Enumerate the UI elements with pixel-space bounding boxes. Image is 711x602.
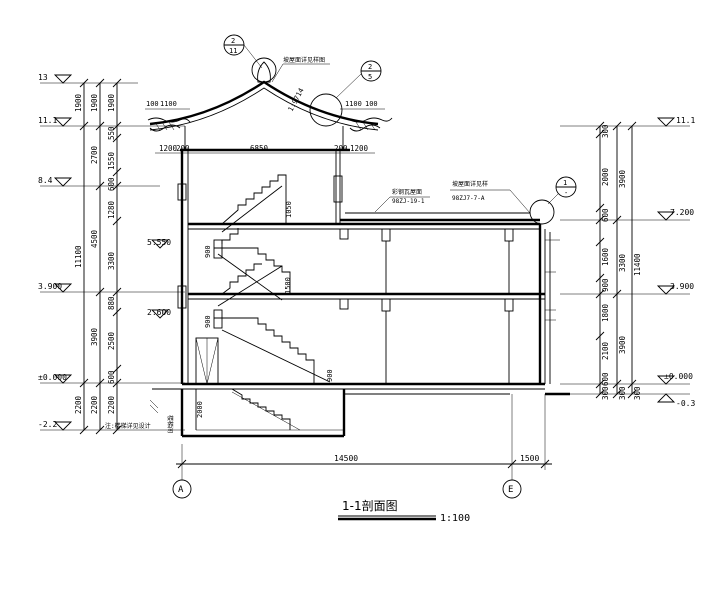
dim-left-inner-7: 880 <box>107 296 116 310</box>
svg-text:2000: 2000 <box>196 401 204 418</box>
right-inner-dim-3: 600 <box>601 208 610 222</box>
right-mid-dim-2: 3300 <box>618 253 627 272</box>
right-inner-dim-4: 1600 <box>601 247 610 266</box>
eave-dim-4: 100 <box>365 100 378 108</box>
elev-13: 13 <box>38 73 48 82</box>
right-inner-dim-8: 600 <box>601 372 610 386</box>
eave-dim-1: 100 <box>146 100 159 108</box>
axis-e: E <box>508 485 513 495</box>
right-inner-dim-5: 900 <box>601 278 610 292</box>
detail-callout-2-5: 2 5 <box>309 60 382 127</box>
section-scale: 1:100 <box>440 513 470 524</box>
right-inner-dim-2: 2000 <box>601 167 610 186</box>
bottom-dim-2: 1500 <box>520 454 539 463</box>
svg-text:900: 900 <box>204 245 212 258</box>
roof-note-3-ref: 98ZJ7-7-A <box>452 195 485 202</box>
dim-left-inner-3: 1550 <box>107 151 116 170</box>
detail-callout-1: 1 - <box>529 176 577 225</box>
dim-left-outer-2: 11100 <box>74 245 83 268</box>
dim-left-mid-3: 4500 <box>90 229 99 248</box>
elev-3-900: 3.900 <box>38 282 62 291</box>
roof-note-2-ref: 98ZJ-19-1 <box>392 198 425 205</box>
svg-text:5: 5 <box>368 73 372 81</box>
detail-callout-2-11: 2 11 <box>223 34 277 83</box>
dim-left-outer-3: 2200 <box>74 395 83 414</box>
axis-a: A <box>178 485 184 495</box>
svg-text:900: 900 <box>204 315 212 328</box>
dim-left-mid-5: 2200 <box>90 395 99 414</box>
dim-left-inner-10: 2200 <box>107 395 116 414</box>
right-elev-7-200: 7.200 <box>670 208 694 217</box>
elev-minus-2-2: -2.2 <box>38 420 57 429</box>
svg-text:-: - <box>564 189 568 197</box>
room-label: 楼梯间 <box>166 415 174 433</box>
bottom-dimensions: 14500 1500 <box>176 394 552 480</box>
elev-11-1: 11.1 <box>38 116 57 125</box>
elev-2-600: 2.600 <box>147 308 171 317</box>
dim-left-inner-6: 3300 <box>107 251 116 270</box>
svg-text:11: 11 <box>229 47 237 55</box>
right-outer-dim-2: 300 <box>633 386 642 400</box>
right-elev-minus-0-3: -0.3 <box>676 399 695 408</box>
right-elev-0-000: ±0.000 <box>664 372 693 381</box>
right-inner-dim-1: 300 <box>601 124 610 138</box>
right-mid-dim-3: 3900 <box>618 335 627 354</box>
dim-left-inner-5: 1280 <box>107 200 116 219</box>
dim-left-mid-1: 1900 <box>90 93 99 112</box>
top-dimensions: 1200 200 6850 200 1200 <box>155 144 375 154</box>
eave-dim-2: 1100 <box>160 100 177 108</box>
dim-left-outer-1: 1900 <box>74 93 83 112</box>
svg-text:1500: 1500 <box>284 277 292 294</box>
dim-left-inner-9: 600 <box>107 370 116 384</box>
svg-text:1: 1 <box>563 179 567 187</box>
eave-dim-3: 1100 <box>345 100 362 108</box>
right-mid-dim-1: 3900 <box>618 169 627 188</box>
roof-note-2: 彩钢瓦屋面 <box>392 188 422 196</box>
right-mid-dim-4: 300 <box>618 386 627 400</box>
right-inner-dim-7: 2100 <box>601 341 610 360</box>
right-elev-11-1: 11.1 <box>676 116 695 125</box>
dim-left-inner-8: 2500 <box>107 331 116 350</box>
right-dimension-stack <box>560 117 690 403</box>
svg-text:2: 2 <box>368 63 372 71</box>
svg-text:1050: 1050 <box>285 201 293 218</box>
dim-left-mid-2: 2700 <box>90 145 99 164</box>
svg-text:900: 900 <box>326 369 334 382</box>
bottom-dim-1: 14500 <box>334 454 358 463</box>
left-elevation-markers <box>53 74 170 431</box>
roof-note: 坡屋面详见样图 <box>283 56 325 64</box>
elev-5-550: 5.550 <box>147 238 171 247</box>
right-elev-3-900: 3.900 <box>670 282 694 291</box>
elev-0-000: ±0.000 <box>38 373 67 382</box>
right-inner-dim-6: 1800 <box>601 303 610 322</box>
svg-text:1200: 1200 <box>159 144 178 153</box>
svg-text:1200: 1200 <box>350 144 369 153</box>
roof-slope: 1:9714 <box>287 87 306 113</box>
dim-left-inner-1: 1900 <box>107 93 116 112</box>
left-dimension-stack: 13 11.1 8.4 5.550 3.900 2.600 ±0.000 -2.… <box>38 73 185 435</box>
svg-text:200: 200 <box>334 144 348 153</box>
elev-8-4: 8.4 <box>38 176 53 185</box>
building-section: 1050 900 1500 900 900 2000 楼梯间 注:楼梯详见设计 <box>105 150 570 438</box>
dim-left-inner-4: 600 <box>107 177 116 191</box>
footnote: 注:楼梯详见设计 <box>105 422 151 430</box>
right-outer-dim-1: 11400 <box>633 253 642 276</box>
axis-bubbles: A E <box>172 479 522 499</box>
roof-note-3: 坡屋面详见样 <box>452 180 488 188</box>
right-inner-dim-9: 300 <box>601 386 610 400</box>
dim-left-inner-2: 550 <box>107 126 116 140</box>
section-title: 1-1剖面图 <box>342 499 398 513</box>
svg-text:2: 2 <box>231 37 235 45</box>
dim-left-mid-4: 3900 <box>90 327 99 346</box>
svg-text:6850: 6850 <box>250 144 269 153</box>
svg-text:200: 200 <box>176 144 190 153</box>
